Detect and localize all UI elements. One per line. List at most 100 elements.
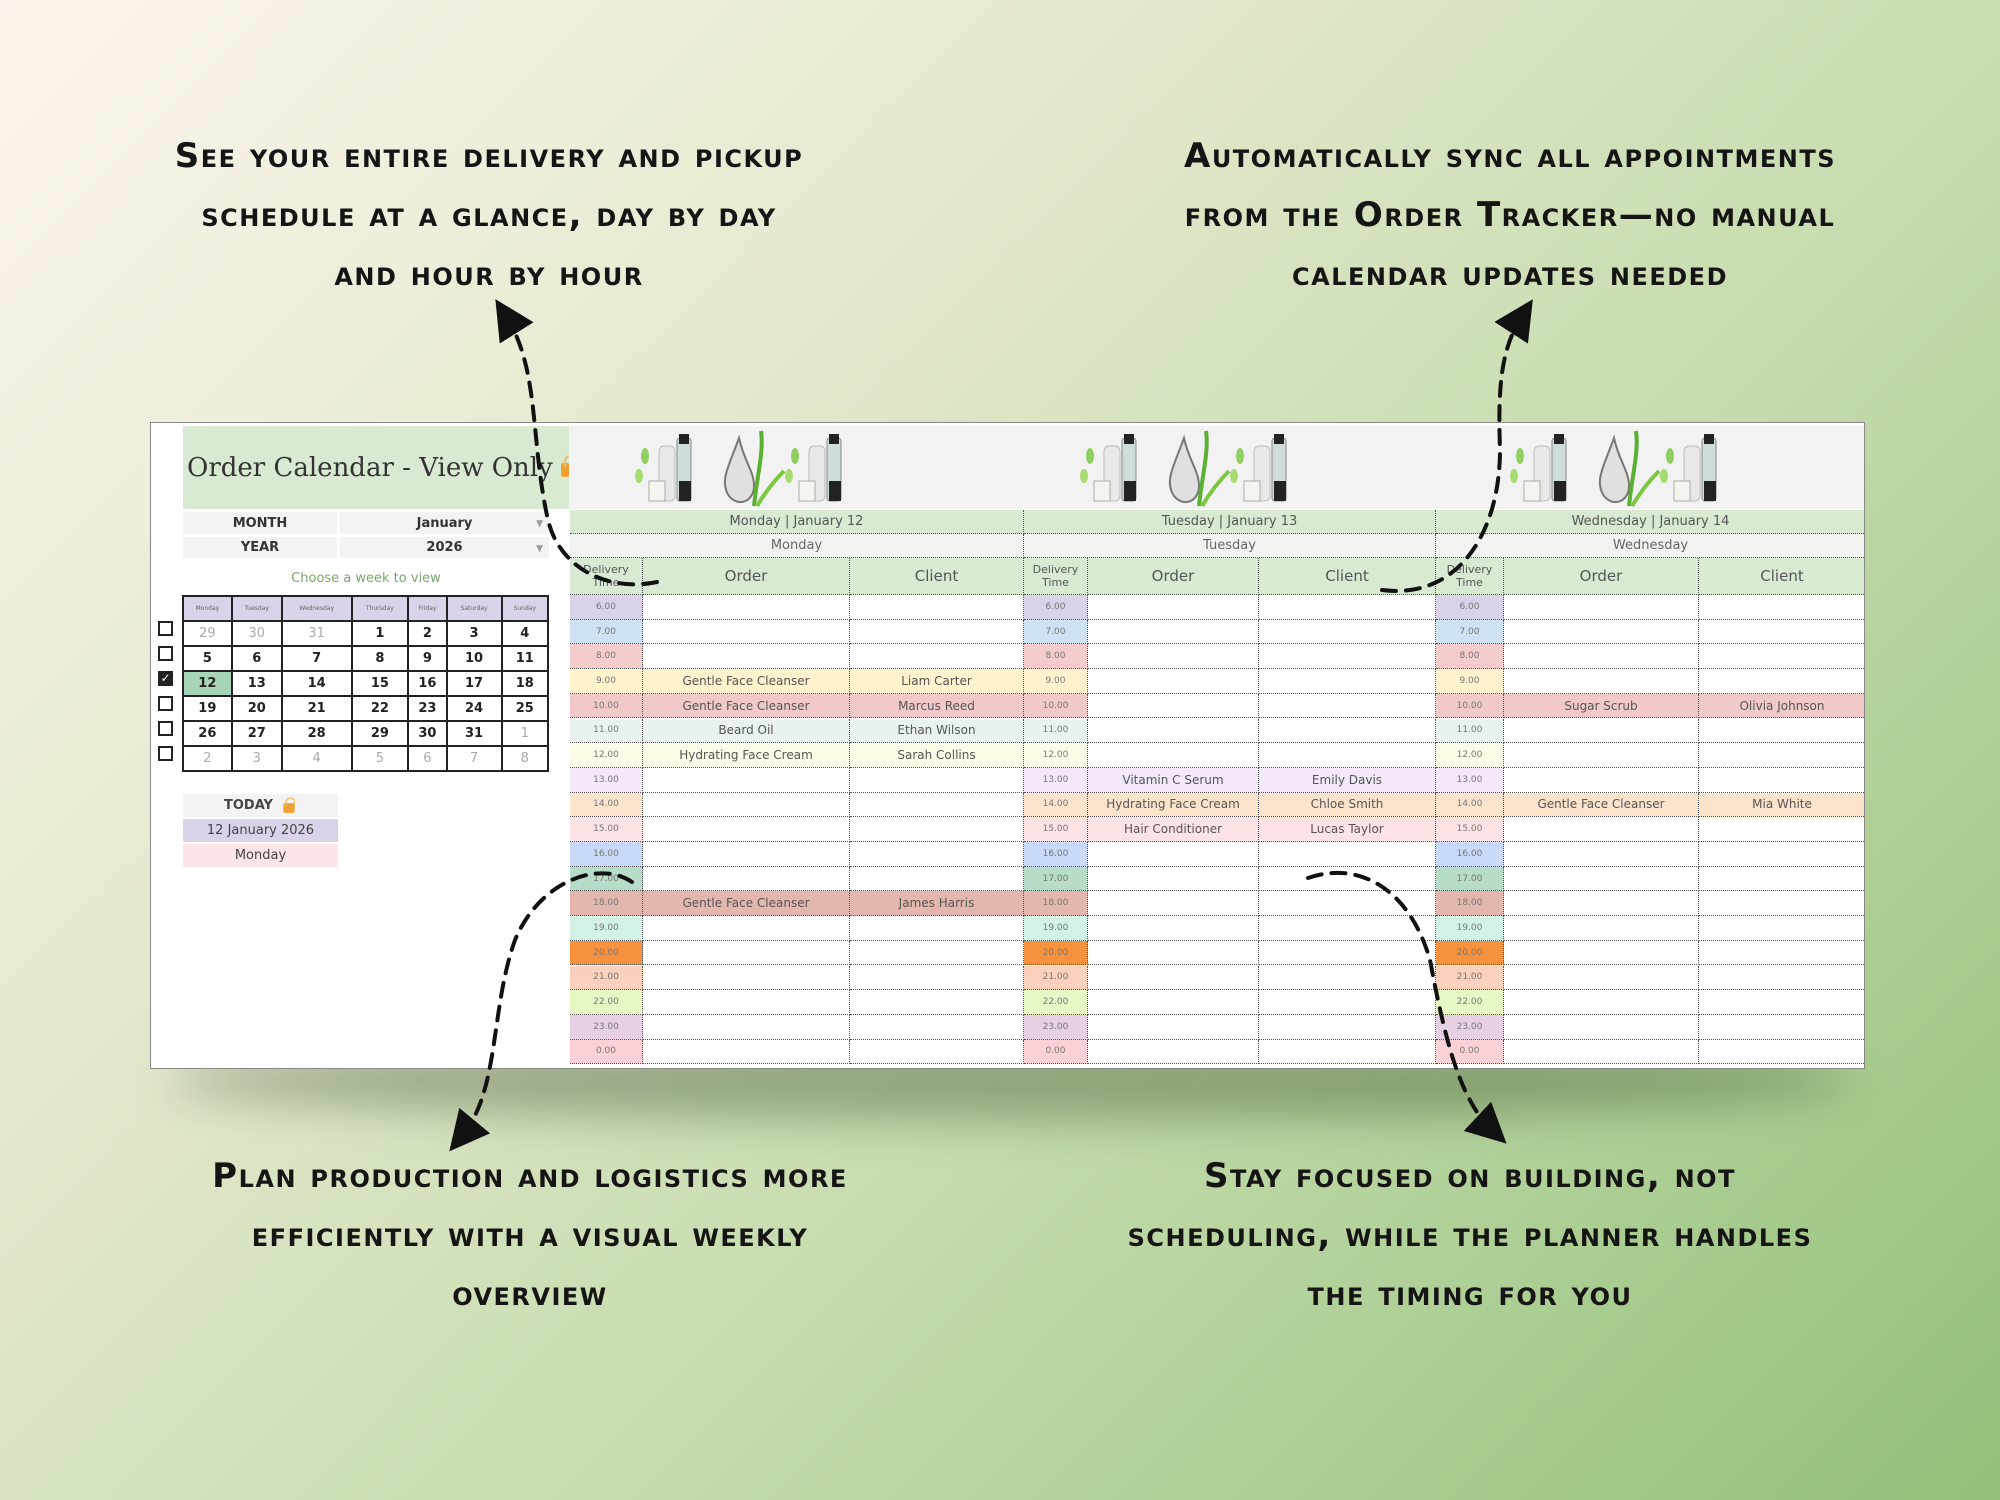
year-select[interactable]: 2026▼ — [340, 537, 549, 558]
week-checkbox[interactable] — [158, 721, 173, 736]
order-cell — [643, 866, 850, 892]
order-cell — [1088, 990, 1259, 1015]
client-cell — [1259, 940, 1436, 966]
order-cell — [643, 842, 850, 867]
month-select[interactable]: January▼ — [340, 512, 549, 534]
calendar-day: 4 — [280, 745, 353, 772]
client-cell — [850, 644, 1024, 670]
calendar-day: 13 — [230, 670, 283, 697]
time-cell: 0.00 — [570, 1039, 643, 1065]
client-cell — [850, 940, 1024, 966]
time-cell: 13.00 — [570, 767, 643, 793]
order-cell — [643, 792, 850, 818]
time-cell: 17.00 — [1436, 866, 1504, 892]
day-title: Wednesday | January 14 — [1436, 510, 1864, 534]
calendar-day: 1 — [350, 620, 410, 647]
time-cell: 22.00 — [570, 990, 643, 1015]
client-cell — [850, 1039, 1024, 1065]
time-cell: 19.00 — [570, 916, 643, 941]
day-name: Monday — [570, 534, 1024, 558]
weekday-header: Tuesday — [230, 595, 283, 622]
order-cell: Gentle Face Cleanser — [1504, 792, 1699, 818]
chevron-down-icon: ▼ — [536, 519, 543, 529]
calendar-day: 22 — [350, 695, 410, 722]
time-cell: 18.00 — [1024, 891, 1088, 917]
arrow-bottom-left — [449, 871, 634, 1152]
order-cell — [1504, 990, 1699, 1015]
calendar-day: 31 — [445, 720, 503, 747]
time-cell: 11.00 — [570, 718, 643, 744]
order-cell — [1504, 965, 1699, 991]
time-cell: 16.00 — [1436, 842, 1504, 867]
order-cell: Gentle Face Cleanser — [643, 669, 850, 694]
time-cell: 18.00 — [570, 891, 643, 917]
time-cell: 9.00 — [570, 669, 643, 694]
order-cell — [1088, 693, 1259, 719]
bottles-image — [1230, 434, 1287, 502]
client-cell — [1699, 595, 1864, 620]
order-cell — [1504, 595, 1699, 620]
client-cell: Ethan Wilson — [850, 718, 1024, 744]
time-cell: 20.00 — [570, 940, 643, 966]
calendar-day: 31 — [280, 620, 353, 647]
bottles-image — [1510, 434, 1567, 502]
time-cell: 22.00 — [1436, 990, 1504, 1015]
week-checkbox[interactable] — [158, 696, 173, 711]
calendar-day: 10 — [445, 645, 503, 672]
calendar-day: 14 — [280, 670, 353, 697]
bottles-image — [785, 434, 842, 502]
order-cell — [1504, 718, 1699, 744]
client-cell — [1699, 965, 1864, 991]
time-cell: 10.00 — [570, 693, 643, 719]
client-cell — [850, 916, 1024, 941]
time-cell: 19.00 — [1024, 916, 1088, 941]
client-cell — [1699, 990, 1864, 1015]
order-cell — [1088, 940, 1259, 966]
chevron-down-icon: ▼ — [536, 544, 543, 554]
arrow-bottom-right — [1306, 870, 1507, 1144]
order-cell: Beard Oil — [643, 718, 850, 744]
product-images — [635, 430, 1717, 508]
today-label: TODAY — [183, 794, 338, 817]
week-checkbox[interactable]: ✓ — [158, 671, 173, 686]
header-banner — [569, 426, 1864, 509]
client-cell — [1699, 644, 1864, 670]
client-cell — [1259, 866, 1436, 892]
time-cell: 15.00 — [1024, 817, 1088, 842]
time-cell: 6.00 — [570, 595, 643, 620]
client-cell — [1699, 940, 1864, 966]
order-cell — [643, 595, 850, 620]
client-cell: Olivia Johnson — [1699, 693, 1864, 719]
weekday-header: Saturday — [445, 595, 503, 622]
page-title: Order Calendar - View Only — [183, 426, 579, 509]
week-checkbox[interactable] — [158, 621, 173, 636]
order-cell — [1088, 595, 1259, 620]
client-cell — [1699, 743, 1864, 768]
time-cell: 13.00 — [1436, 767, 1504, 793]
day-title: Tuesday | January 13 — [1024, 510, 1436, 534]
time-cell: 15.00 — [570, 817, 643, 842]
time-cell: 12.00 — [1436, 743, 1504, 768]
client-cell — [850, 767, 1024, 793]
column-header-order: Order — [1088, 558, 1259, 595]
week-checkbox[interactable] — [158, 746, 173, 761]
client-cell — [850, 842, 1024, 867]
order-cell — [643, 619, 850, 645]
column-header-order: Order — [643, 558, 850, 595]
calendar-day: 8 — [500, 745, 550, 772]
bottles-image — [635, 434, 692, 502]
client-cell — [1699, 842, 1864, 867]
order-cell: Gentle Face Cleanser — [643, 891, 850, 917]
client-cell — [1259, 669, 1436, 694]
week-checkbox[interactable] — [158, 646, 173, 661]
time-cell: 21.00 — [570, 965, 643, 991]
order-cell — [643, 767, 850, 793]
time-cell: 11.00 — [1024, 718, 1088, 744]
client-cell — [850, 817, 1024, 842]
order-cell — [1504, 940, 1699, 966]
order-cell — [1088, 965, 1259, 991]
